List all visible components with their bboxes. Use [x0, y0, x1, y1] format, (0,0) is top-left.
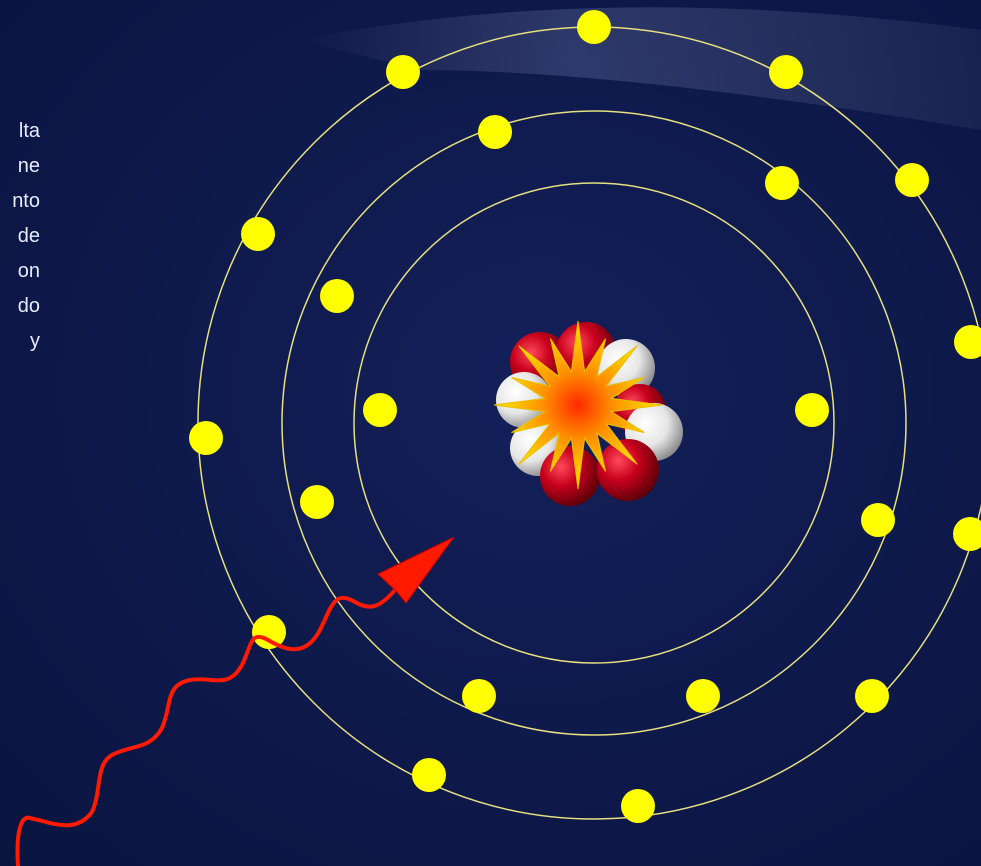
arrow-head — [377, 536, 455, 604]
electron — [252, 615, 286, 649]
electron — [769, 55, 803, 89]
text-line: lta — [18, 120, 40, 142]
neutron — [597, 339, 655, 397]
electron — [953, 517, 981, 551]
orbit-middle — [281, 110, 907, 736]
background-sheen — [300, 7, 981, 130]
text-line: de — [17, 225, 40, 247]
electron — [386, 55, 420, 89]
text-line: on — [17, 260, 40, 282]
electron — [795, 393, 829, 427]
electron — [320, 279, 354, 313]
electron — [363, 393, 397, 427]
electron — [241, 217, 275, 251]
text-line: nto — [12, 190, 40, 212]
proton — [540, 446, 600, 506]
electron — [478, 115, 512, 149]
orbit-inner — [353, 182, 835, 664]
impact-burst — [493, 320, 663, 490]
text-line: do — [17, 295, 40, 317]
photon-wave — [15, 588, 397, 866]
electron — [300, 485, 334, 519]
photon-arrow — [15, 536, 455, 866]
electron — [577, 10, 611, 44]
electrons — [189, 10, 981, 823]
electron — [861, 503, 895, 537]
side-text: lta ne nto de on do y — [0, 114, 40, 359]
electron — [462, 679, 496, 713]
proton — [597, 439, 659, 501]
electron — [895, 163, 929, 197]
text-line: y — [30, 330, 40, 352]
electron — [954, 325, 981, 359]
electron — [621, 789, 655, 823]
text-line: ne — [17, 155, 40, 177]
electron — [412, 758, 446, 792]
electron — [686, 679, 720, 713]
electron — [765, 166, 799, 200]
electron — [189, 421, 223, 455]
electron — [855, 679, 889, 713]
